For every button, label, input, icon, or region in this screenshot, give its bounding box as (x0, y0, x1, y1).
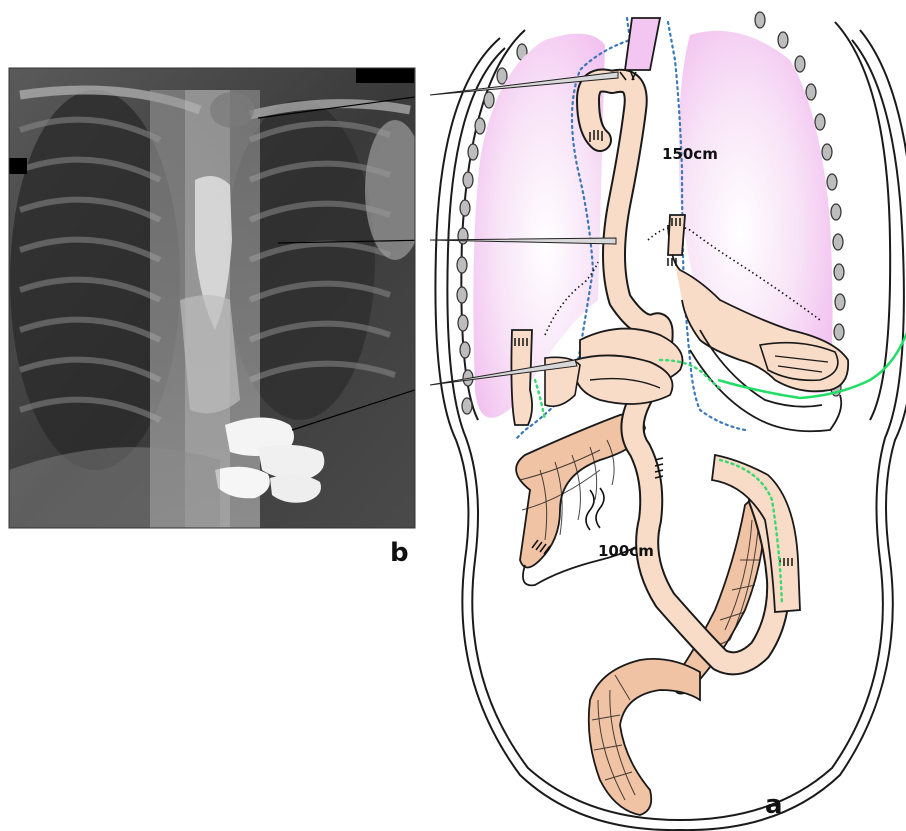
mesentery-bowel-lower (589, 659, 700, 815)
lower-length-label: 100cm (598, 542, 654, 560)
panel-label-a: a (765, 790, 783, 820)
chest-radiograph (9, 68, 430, 530)
panel-label-b: b (390, 538, 409, 568)
break-marks (586, 488, 604, 530)
bowel-coils (574, 329, 682, 404)
upper-length-label: 150cm (662, 145, 718, 163)
esophageal-stump (625, 18, 660, 70)
